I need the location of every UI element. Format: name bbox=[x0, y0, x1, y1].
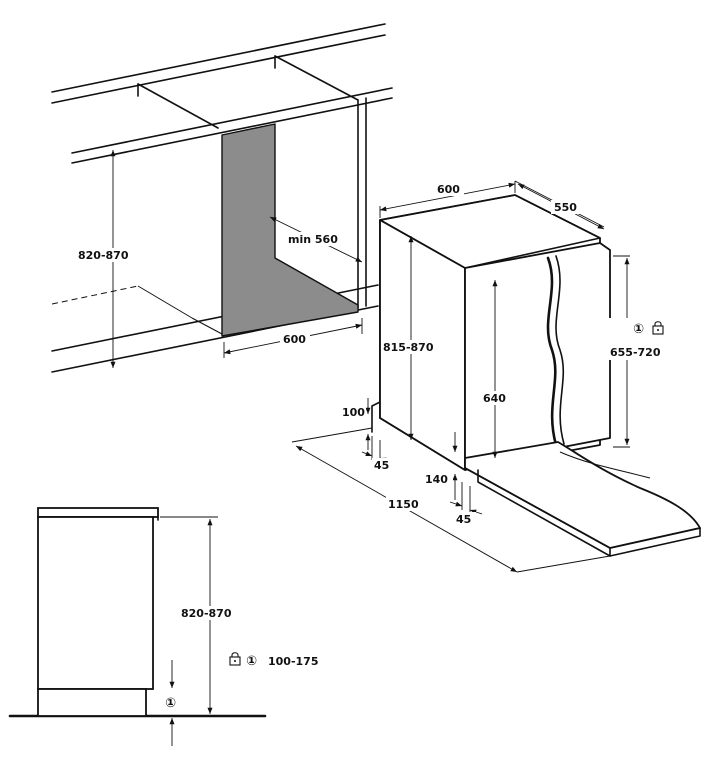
plinth-range-symbol: ① bbox=[246, 654, 257, 669]
appliance-height-label: 815-870 bbox=[383, 341, 434, 354]
open-depth-dimension: 1150 bbox=[291, 427, 611, 573]
door-gap-label: 140 bbox=[425, 473, 448, 486]
appliance-width-dimension: 600 bbox=[379, 181, 516, 218]
niche-depth-dimension: min 560 bbox=[269, 216, 363, 263]
plinth-height-dimension: 100 bbox=[340, 398, 371, 450]
lock-icon bbox=[229, 652, 241, 666]
door-height-dimension: 640 bbox=[480, 280, 510, 458]
side-height-label: 820-870 bbox=[181, 607, 232, 620]
appliance-height-dimension: 815-870 bbox=[381, 236, 441, 440]
niche-width-label: 600 bbox=[283, 333, 306, 346]
niche-drawing bbox=[51, 23, 393, 373]
side-note-symbol: ① bbox=[165, 696, 176, 711]
door-height-label: 640 bbox=[483, 392, 506, 405]
niche-width-dimension: 600 bbox=[223, 318, 363, 358]
niche-depth-label: min 560 bbox=[288, 233, 338, 246]
side-view-drawing bbox=[8, 507, 267, 718]
niche-height-label: 820-870 bbox=[78, 249, 129, 262]
appliance-width-label: 600 bbox=[437, 183, 460, 196]
appliance-depth-dimension: 550 bbox=[514, 180, 605, 230]
panel-height-label: 655-720 bbox=[610, 346, 661, 359]
plinth-height-label: 100 bbox=[342, 406, 365, 419]
door-gap-depth-label: 45 bbox=[456, 513, 471, 526]
niche-height-dimension: 820-870 bbox=[74, 150, 136, 368]
panel-height-dimension: ① 655-720 bbox=[606, 255, 670, 448]
panel-note-symbol: ① bbox=[633, 322, 644, 337]
open-depth-label: 1150 bbox=[388, 498, 419, 511]
appliance-drawing bbox=[371, 194, 701, 557]
side-plinth-dimension: ① bbox=[162, 660, 182, 746]
appliance-depth-label: 550 bbox=[554, 201, 577, 214]
plinth-depth-label: 45 bbox=[374, 459, 389, 472]
plinth-range-label: 100-175 bbox=[268, 655, 319, 668]
plinth-depth-dimension: 45 bbox=[361, 436, 394, 472]
side-height-dimension: 820-870 bbox=[160, 516, 240, 714]
plinth-range-legend: ① 100-175 bbox=[229, 652, 319, 669]
lock-icon bbox=[652, 321, 664, 335]
